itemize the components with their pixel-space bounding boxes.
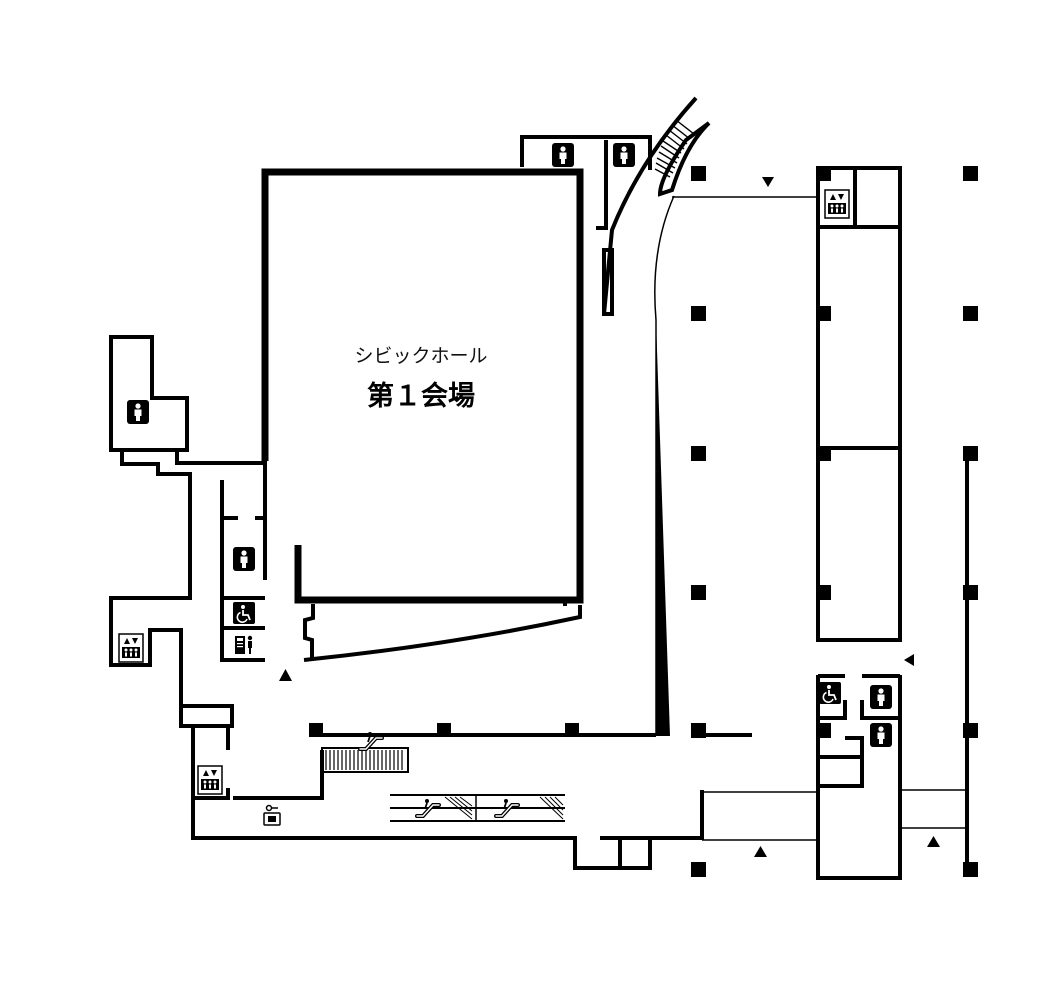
entrance-arrow-icon xyxy=(904,654,914,666)
entrance-arrows xyxy=(279,177,940,857)
elevator-icon[interactable] xyxy=(118,633,144,663)
restroom-icon[interactable] xyxy=(870,685,892,709)
hall-name: シビックホール xyxy=(354,345,487,367)
coin-locker-icon[interactable] xyxy=(263,804,281,826)
restroom-icon[interactable] xyxy=(870,723,892,747)
accessible-restroom-icon[interactable] xyxy=(818,681,842,705)
restroom-icon[interactable] xyxy=(233,547,255,571)
restroom-icon[interactable] xyxy=(552,143,574,167)
restroom-icon[interactable] xyxy=(127,400,149,424)
entrance-arrow-icon xyxy=(927,836,940,847)
hall-outer-wall xyxy=(261,168,584,604)
entrance-arrow-icon xyxy=(754,846,767,857)
curved-stairs xyxy=(654,119,695,178)
elevator-icon[interactable] xyxy=(197,765,223,795)
restroom-icon[interactable] xyxy=(613,143,635,167)
elevator-icon[interactable] xyxy=(824,189,850,219)
lower-escalators xyxy=(390,794,565,822)
accessible-restroom-icon[interactable] xyxy=(232,601,256,625)
entrance-arrow-icon xyxy=(279,669,292,681)
escalator-steps xyxy=(325,750,403,770)
atm-icon[interactable] xyxy=(235,635,253,654)
hall-front-curve xyxy=(303,605,582,662)
pillars xyxy=(309,166,978,877)
hall-label: 第１会場 xyxy=(367,380,475,412)
entrance-arrow-icon xyxy=(762,177,774,187)
hall-front-step xyxy=(303,598,567,660)
